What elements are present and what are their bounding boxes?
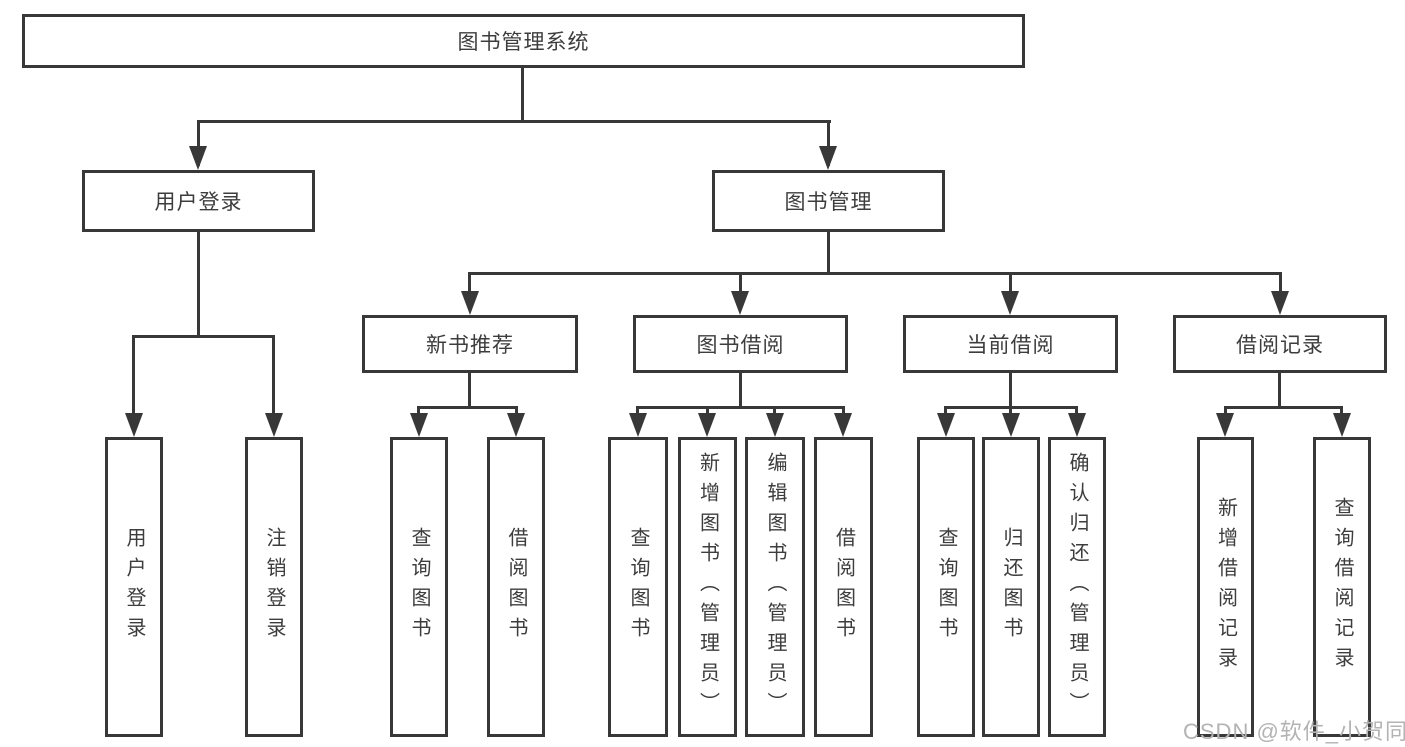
leaf-query-books-borrow: 查询图书 xyxy=(608,437,668,737)
leaf-query-books-recommend-label: 查询图书 xyxy=(408,527,430,647)
node-current-borrowing-label: 当前借阅 xyxy=(966,334,1055,357)
arrow-down-icon xyxy=(698,413,716,437)
leaf-borrow-books-recommend: 借阅图书 xyxy=(487,437,545,737)
connector-line xyxy=(1009,373,1012,406)
connector-line xyxy=(197,232,200,335)
arrow-down-icon xyxy=(937,413,955,437)
connector-line xyxy=(272,335,275,430)
connector-line xyxy=(132,335,275,338)
node-book-borrowing-label: 图书借阅 xyxy=(696,334,785,357)
leaf-query-borrow-record-label: 查询借阅记录 xyxy=(1331,497,1353,677)
node-new-book-recommendation-label: 新书推荐 xyxy=(426,334,514,357)
arrow-down-icon xyxy=(629,413,647,437)
leaf-edit-books-admin: 编辑图书（管理员） xyxy=(745,437,805,737)
arrow-down-icon xyxy=(410,413,428,437)
node-user-login: 用户登录 xyxy=(82,170,315,232)
arrow-down-icon xyxy=(189,146,207,170)
leaf-query-books-current: 查询图书 xyxy=(917,437,975,737)
leaf-logout-label: 注销登录 xyxy=(263,527,285,647)
arrow-down-icon xyxy=(125,413,143,437)
arrow-down-icon xyxy=(1001,291,1019,315)
node-borrowing-records-label: 借阅记录 xyxy=(1236,334,1324,357)
arrow-down-icon xyxy=(1002,413,1020,437)
node-library-management-system-label: 图书管理系统 xyxy=(457,31,590,54)
arrow-down-icon xyxy=(1216,413,1234,437)
arrow-down-icon xyxy=(1271,291,1289,315)
connector-line xyxy=(1224,406,1343,409)
leaf-confirm-return-admin-label: 确认归还（管理员） xyxy=(1066,452,1088,722)
connector-line xyxy=(521,68,524,120)
connector-line xyxy=(739,373,742,406)
connector-line xyxy=(197,120,831,123)
leaf-add-borrow-record: 新增借阅记录 xyxy=(1197,437,1254,737)
connector-line xyxy=(1278,373,1281,406)
connector-line xyxy=(1009,272,1012,296)
leaf-return-books-label: 归还图书 xyxy=(1000,527,1022,647)
arrow-down-icon xyxy=(507,413,525,437)
connector-line xyxy=(197,120,200,166)
arrow-down-icon xyxy=(1333,413,1351,437)
leaf-query-books-current-label: 查询图书 xyxy=(935,527,957,647)
node-book-management: 图书管理 xyxy=(712,170,945,232)
leaf-add-books-admin: 新增图书（管理员） xyxy=(678,437,737,737)
leaf-user-login: 用户登录 xyxy=(105,437,163,737)
arrow-down-icon xyxy=(265,413,283,437)
connector-line xyxy=(1279,272,1282,296)
node-current-borrowing: 当前借阅 xyxy=(903,315,1118,373)
node-borrowing-records: 借阅记录 xyxy=(1173,315,1387,373)
connector-line xyxy=(827,232,830,272)
connector-line xyxy=(468,272,471,296)
leaf-query-books-recommend: 查询图书 xyxy=(390,437,448,737)
node-book-management-label: 图书管理 xyxy=(784,191,873,214)
arrow-down-icon xyxy=(766,413,784,437)
leaf-edit-books-admin-label: 编辑图书（管理员） xyxy=(764,452,786,722)
arrow-down-icon xyxy=(461,291,479,315)
node-new-book-recommendation: 新书推荐 xyxy=(362,315,578,373)
arrow-down-icon xyxy=(834,413,852,437)
arrow-down-icon xyxy=(731,291,749,315)
connector-line xyxy=(468,373,471,406)
connector-line xyxy=(827,120,830,166)
connector-line xyxy=(132,335,135,430)
connector-line xyxy=(468,272,1281,275)
node-book-borrowing: 图书借阅 xyxy=(633,315,848,373)
arrow-down-icon xyxy=(819,146,837,170)
connector-line xyxy=(636,406,845,409)
leaf-borrow-books: 借阅图书 xyxy=(814,437,873,737)
leaf-query-borrow-record: 查询借阅记录 xyxy=(1313,437,1371,737)
leaf-borrow-books-label: 借阅图书 xyxy=(832,527,855,647)
node-library-management-system: 图书管理系统 xyxy=(22,14,1025,68)
node-user-login-label: 用户登录 xyxy=(154,191,243,214)
connector-line xyxy=(739,272,742,296)
connector-line xyxy=(417,406,518,409)
leaf-borrow-books-recommend-label: 借阅图书 xyxy=(505,527,527,647)
leaf-add-books-admin-label: 新增图书（管理员） xyxy=(696,452,719,722)
csdn-watermark: CSDN @软件_小贺同学 xyxy=(1183,719,1405,744)
leaf-return-books: 归还图书 xyxy=(982,437,1040,737)
leaf-confirm-return-admin: 确认归还（管理员） xyxy=(1048,437,1106,737)
arrow-down-icon xyxy=(1068,413,1086,437)
leaf-logout: 注销登录 xyxy=(245,437,303,737)
leaf-query-books-borrow-label: 查询图书 xyxy=(627,527,649,647)
leaf-user-login-label: 用户登录 xyxy=(123,527,145,647)
leaf-add-borrow-record-label: 新增借阅记录 xyxy=(1214,497,1237,677)
